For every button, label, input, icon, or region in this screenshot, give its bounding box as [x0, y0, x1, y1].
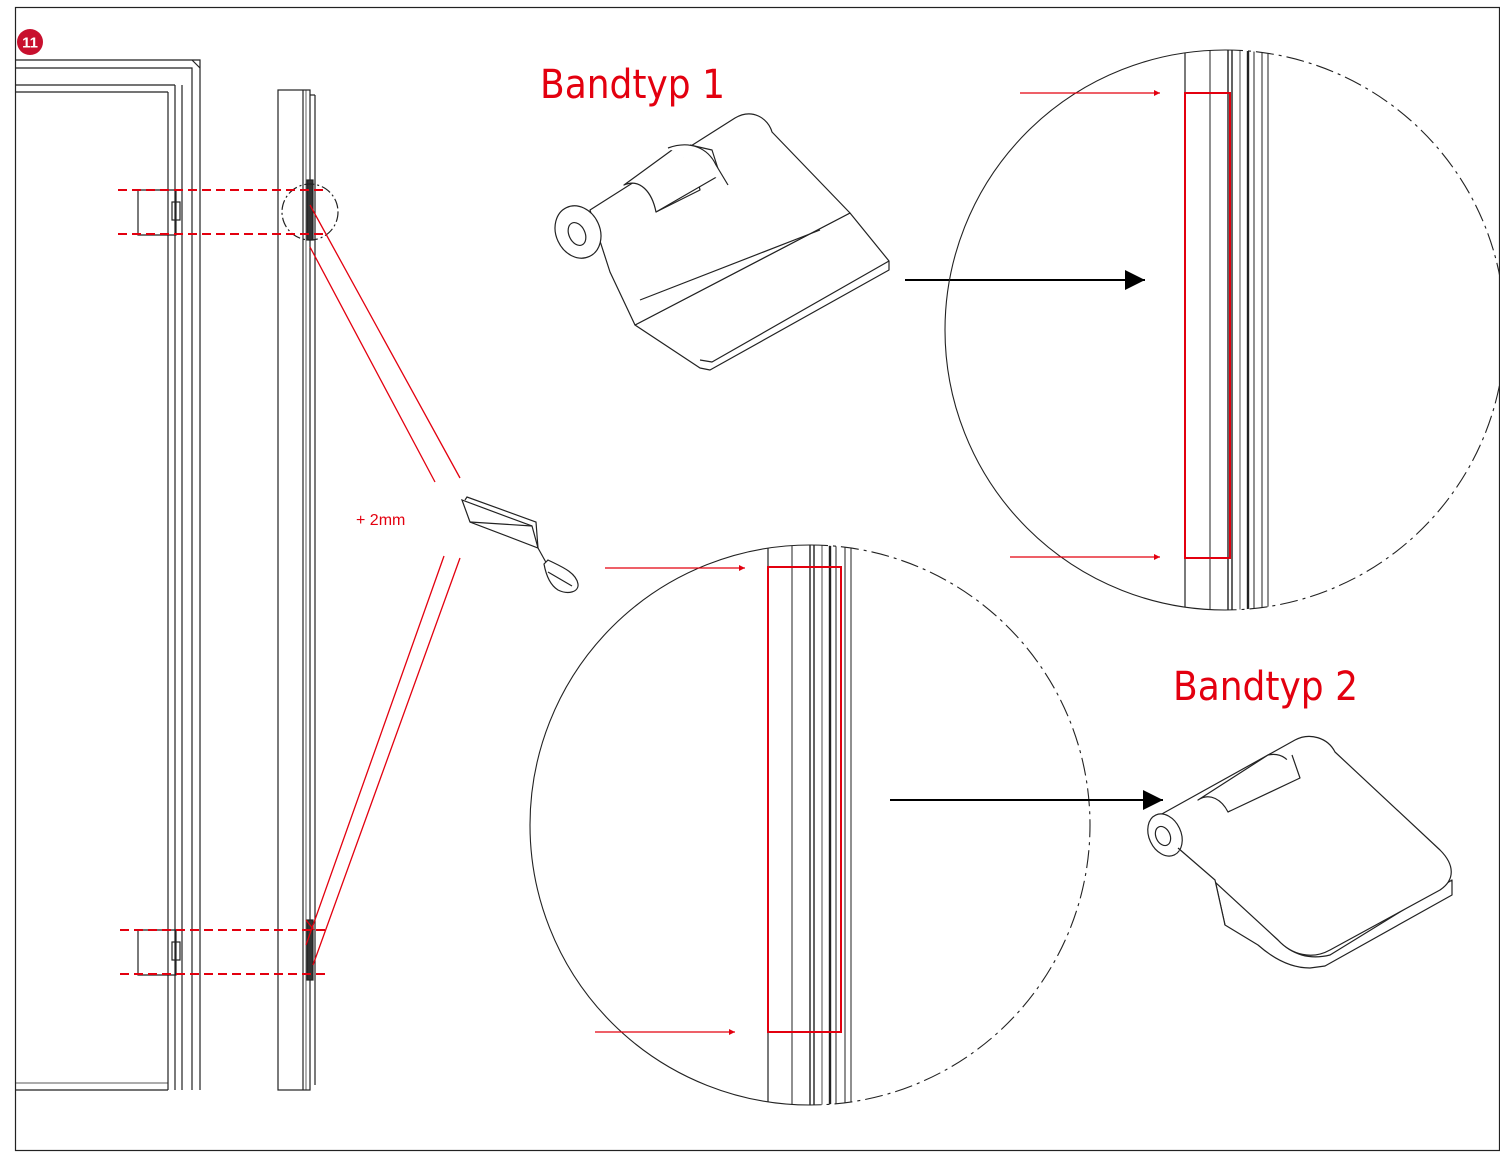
hinge-type-1-title: Bandtyp 1: [540, 62, 725, 108]
hinge-type-2-title: Bandtyp 2: [1173, 664, 1358, 710]
flag-hinge-icon: [1147, 735, 1453, 969]
lift-off-hinge-icon: [554, 113, 890, 371]
step-number: 11: [22, 35, 38, 52]
detail-view-top: [944, 49, 1500, 611]
hinge-alignment-lines: [118, 189, 330, 975]
door-leaf-elevation: [277, 89, 339, 1091]
offset-indicator-lines: [305, 204, 461, 966]
step-badge: 11: [17, 29, 43, 55]
door-frame-elevation: [15, 59, 201, 1091]
offset-label: + 2mm: [356, 512, 405, 529]
coping-saw-icon: [460, 496, 579, 594]
cut-marking-top: [1184, 92, 1231, 559]
cut-marking-bottom: [767, 566, 842, 1033]
detail-view-bottom: [529, 544, 1091, 1106]
